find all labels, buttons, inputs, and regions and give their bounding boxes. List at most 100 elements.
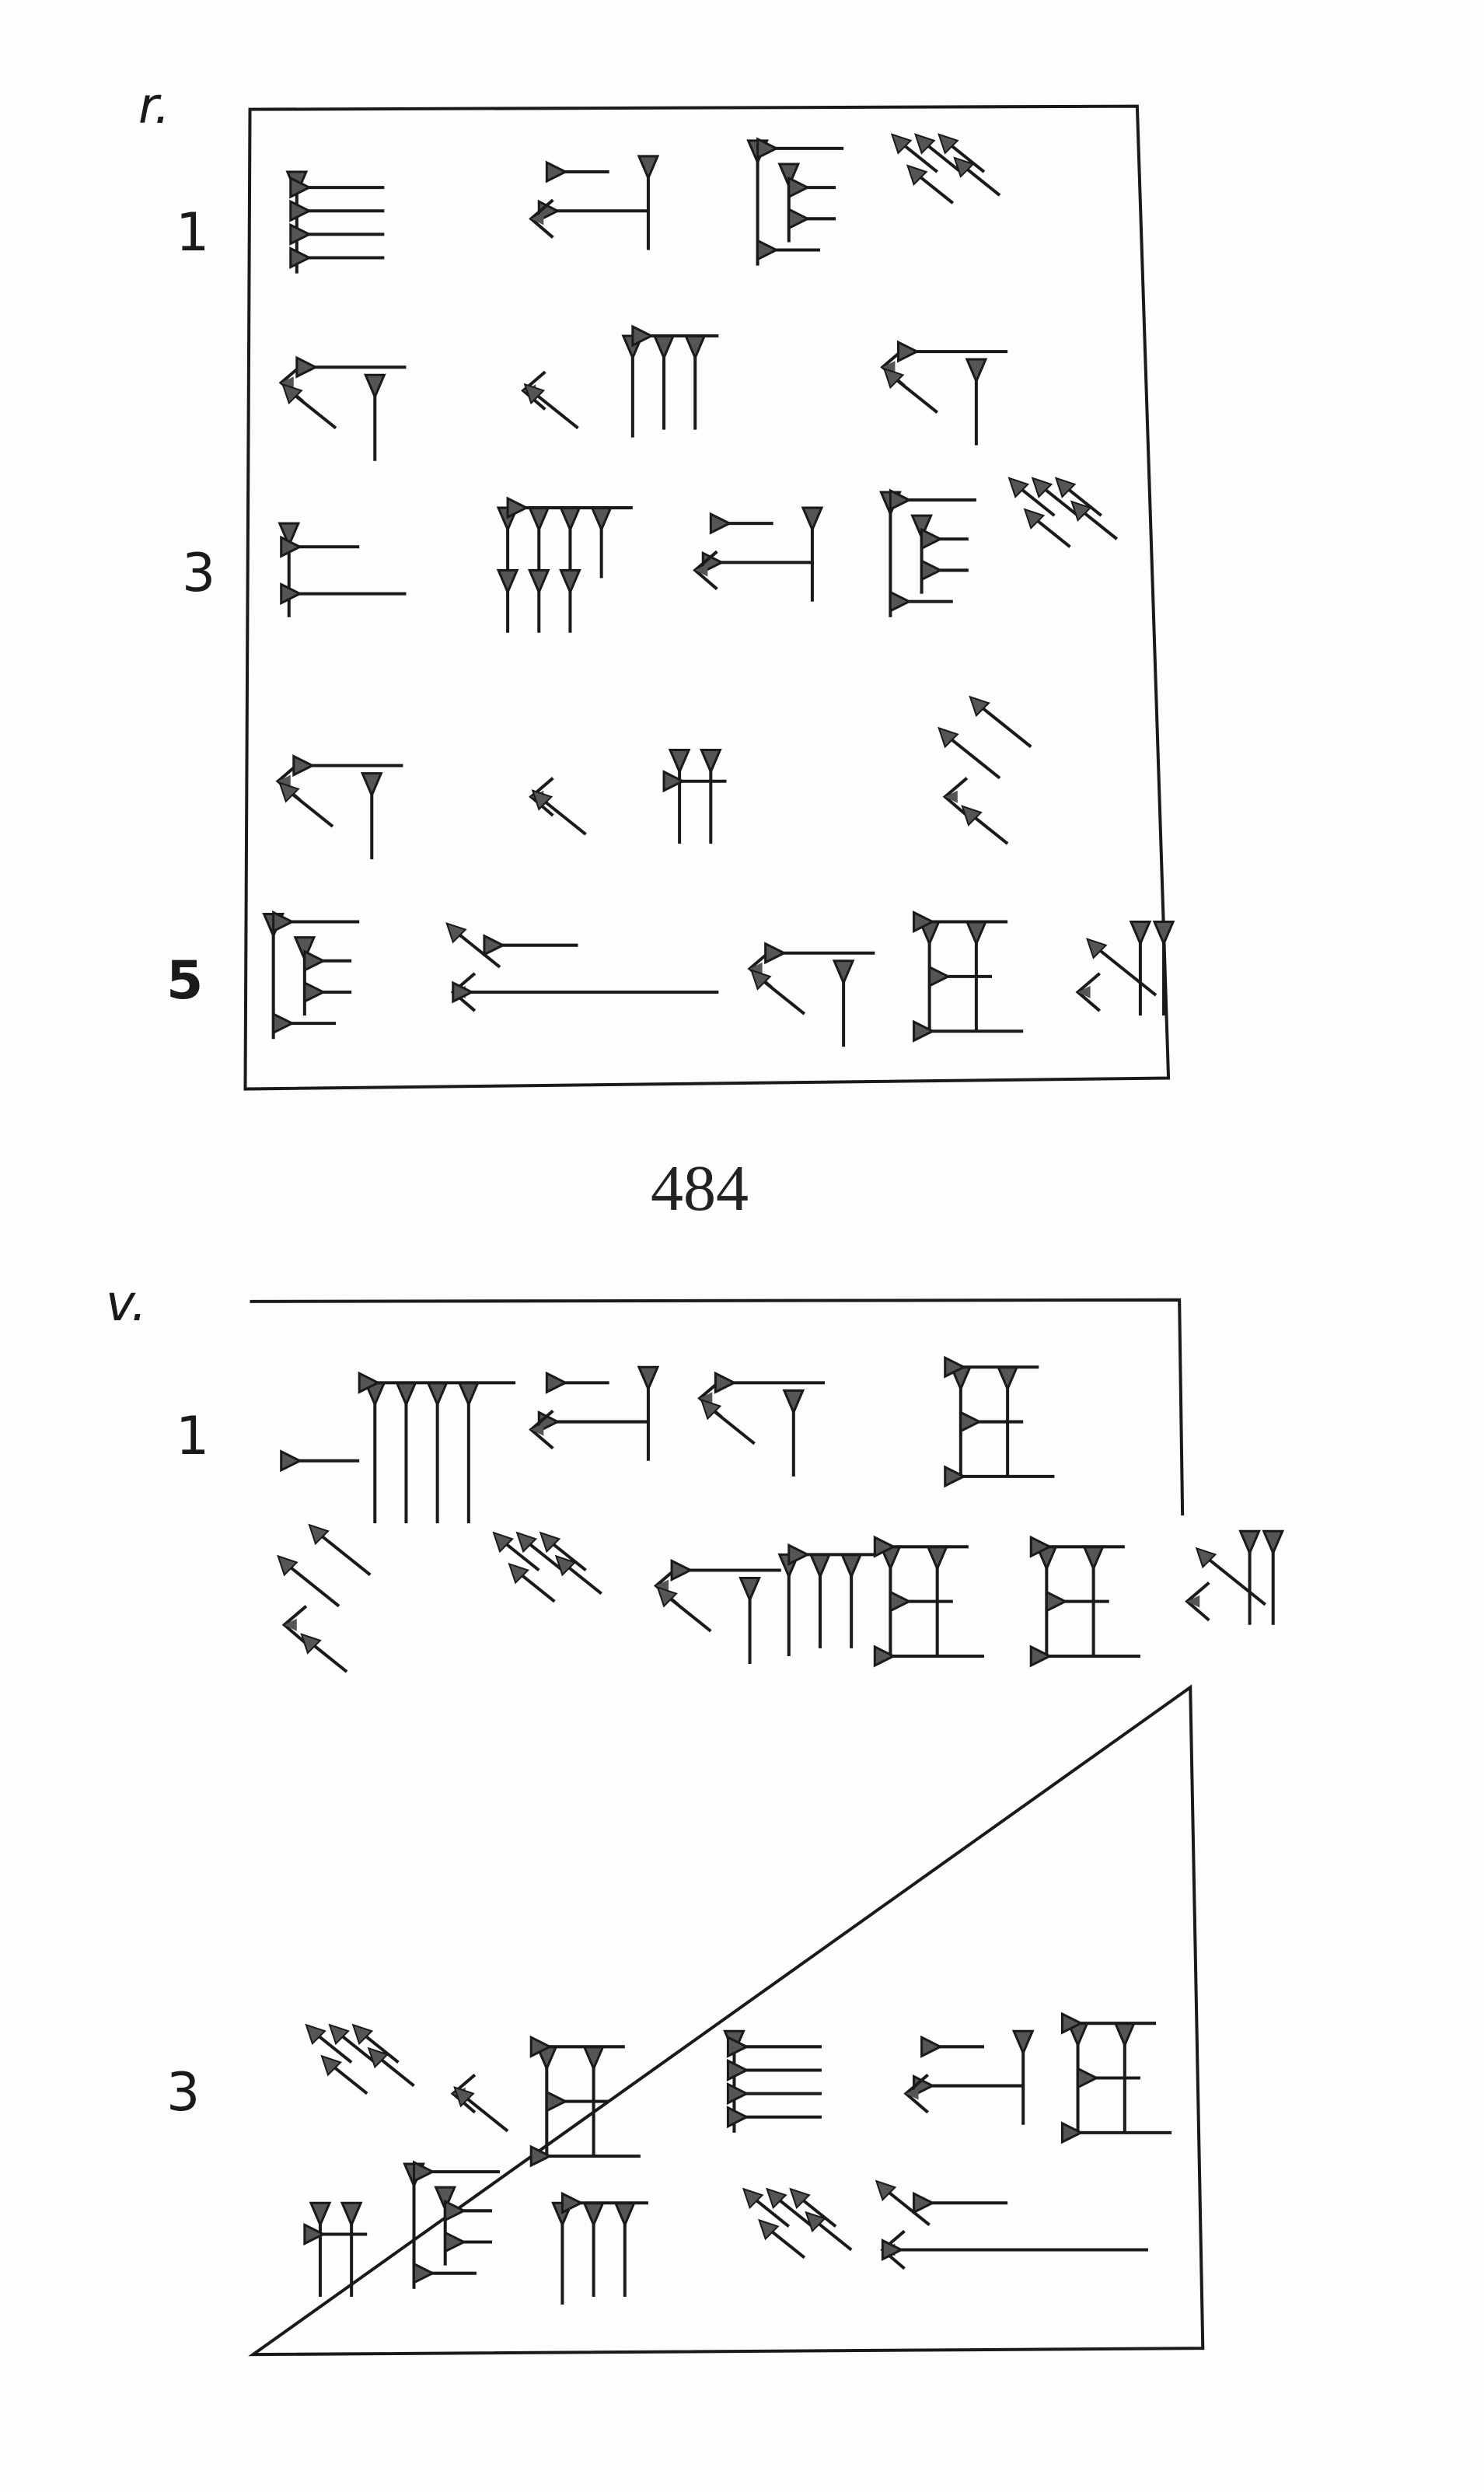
wedge [559, 568, 581, 596]
verso-line-number: 3 [166, 2062, 201, 2123]
wedge [1082, 1545, 1105, 1572]
wedge [896, 340, 920, 363]
wedge [360, 772, 383, 799]
wedge [714, 1371, 737, 1394]
wedge [777, 163, 801, 189]
wedge [554, 1554, 577, 1577]
wedge [938, 726, 959, 749]
wedge [1152, 921, 1175, 947]
wedge [808, 1553, 832, 1580]
wedge [789, 2187, 811, 2210]
wedge [305, 2023, 326, 2046]
wedge [492, 1531, 514, 1554]
wedge [1023, 508, 1046, 530]
wedge [1077, 985, 1091, 999]
wedge [889, 373, 938, 414]
wedge [881, 2239, 904, 2262]
wedge [926, 1545, 949, 1572]
wedge [1045, 1590, 1068, 1613]
wedge [655, 1579, 669, 1592]
wedge [452, 928, 501, 969]
wedge [445, 921, 467, 944]
wedge [749, 962, 763, 975]
wedge [726, 2106, 749, 2129]
wedge [726, 2058, 749, 2081]
wedge [309, 2201, 332, 2228]
wedge [965, 358, 988, 385]
wedge [426, 1381, 449, 1408]
wedge [582, 2045, 605, 2072]
wedge [873, 1535, 896, 1558]
wedge [700, 1398, 722, 1421]
wedge [539, 1531, 561, 1554]
wedge [875, 2179, 897, 2202]
wedge [1070, 500, 1092, 522]
wedge [434, 2186, 457, 2213]
wedge [944, 732, 1001, 780]
wedge [496, 568, 519, 596]
wedge [699, 749, 722, 775]
verso-tablet-outline [248, 1298, 1205, 2357]
wedge [531, 789, 553, 811]
wedge [457, 1381, 480, 1408]
wedge [1092, 944, 1158, 997]
wedge [906, 164, 928, 186]
cuneiform-signs [262, 133, 1285, 2305]
wedge [656, 1585, 678, 1608]
recto-line-number: 3 [182, 543, 216, 604]
wedge [1031, 477, 1053, 498]
wedge [787, 176, 811, 199]
wedge [756, 239, 780, 261]
wedge [538, 795, 587, 836]
wedge [889, 488, 912, 512]
wedge [1086, 938, 1108, 959]
wedge [758, 2218, 780, 2241]
wedge [506, 496, 529, 519]
wedge [975, 701, 1032, 749]
wedge [277, 1554, 299, 1577]
wedge [1262, 1529, 1285, 1557]
wedge [531, 212, 544, 225]
wedge [873, 1644, 896, 1668]
wedge [289, 199, 313, 222]
wedge [726, 2035, 749, 2058]
wedge [637, 1365, 660, 1393]
wedge [1007, 477, 1030, 498]
wedge [742, 2187, 764, 2210]
wedge [281, 376, 294, 390]
wedge [631, 324, 655, 348]
wedge [289, 222, 313, 246]
wedge [662, 1592, 712, 1633]
wedge [358, 1371, 381, 1394]
wedge [662, 770, 686, 793]
wedge [1029, 1644, 1053, 1668]
wedge [278, 781, 300, 803]
wedge [444, 2231, 467, 2253]
wedge [285, 788, 334, 828]
recto-tablet-outline [243, 104, 1171, 1091]
wedge [944, 1355, 967, 1379]
wedge [531, 1423, 544, 1436]
wedge [582, 2201, 605, 2228]
wedge [351, 2023, 374, 2046]
wedge [1029, 1535, 1053, 1558]
wedge [295, 355, 319, 379]
wedge [281, 383, 303, 405]
wedge [764, 942, 787, 965]
wedge [1129, 921, 1152, 947]
wedge [913, 2191, 936, 2214]
wedge [395, 1381, 417, 1408]
wedge [913, 133, 936, 155]
wedge [1054, 477, 1077, 498]
wedge [882, 367, 905, 390]
recto-line-number: 5 [166, 950, 204, 1012]
wedge [782, 1389, 805, 1416]
wedge [278, 774, 291, 788]
recto-label: r. [138, 78, 170, 135]
wedge [320, 2054, 342, 2077]
wedge [683, 334, 707, 361]
verso-line-number: 1 [176, 1406, 210, 1467]
wedge [832, 959, 855, 986]
wedge [1195, 1547, 1217, 1569]
wedge [1113, 2022, 1137, 2049]
